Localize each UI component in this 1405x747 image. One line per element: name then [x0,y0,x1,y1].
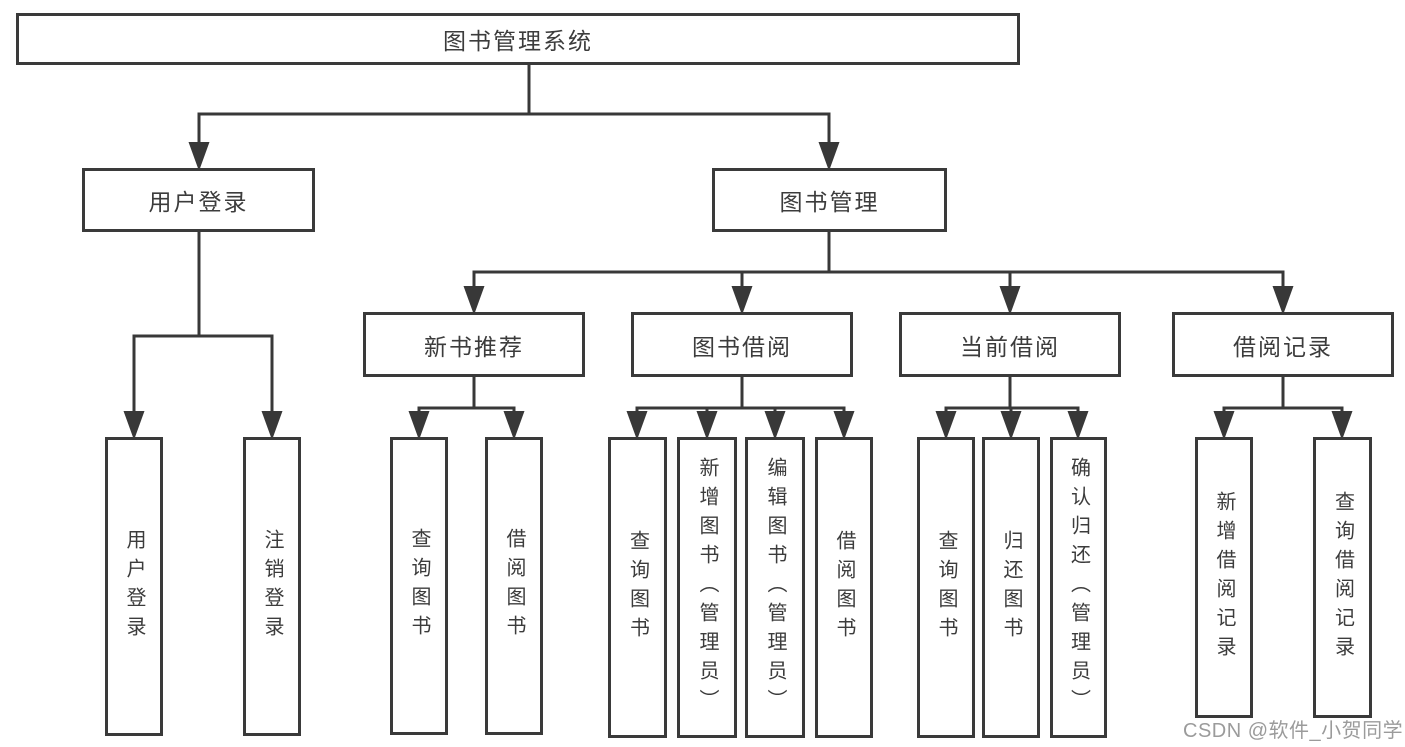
watermark: CSDN @软件_小贺同学 [1183,720,1404,742]
node-borrowing-records: 借阅记录 [1172,312,1394,377]
leaf-borrow-books-recommend-label: 借阅图书 [503,528,525,644]
leaf-logout: 注销登录 [243,437,301,736]
leaf-query-borrow-record: 查询借阅记录 [1313,437,1372,718]
leaf-query-books-borrowing-label: 查询图书 [626,529,649,646]
node-book-borrowing: 图书借阅 [631,312,853,377]
node-user-login-label: 用户登录 [148,189,249,215]
leaf-edit-books-admin-label: 编辑图书（管理员） [764,457,786,718]
leaf-query-books-current-label: 查询图书 [935,529,957,646]
leaf-add-books-admin-label: 新增图书（管理员） [696,457,718,718]
leaf-borrow-books-borrowing: 借阅图书 [815,437,873,738]
leaf-user-login: 用户登录 [105,437,163,736]
leaf-user-login-label: 用户登录 [123,528,145,645]
node-borrowing-records-label: 借阅记录 [1233,333,1333,360]
leaf-edit-books-admin: 编辑图书（管理员） [745,437,805,738]
leaf-query-books-recommend-label: 查询图书 [408,528,430,644]
leaf-logout-label: 注销登录 [261,528,283,645]
leaf-add-borrow-record-label: 新增借阅记录 [1213,490,1235,665]
leaf-return-books-label: 归还图书 [1000,529,1022,646]
node-book-management-label: 图书管理 [779,189,880,215]
leaf-confirm-return-admin: 确认归还（管理员） [1050,437,1107,738]
node-new-book-recommend-label: 新书推荐 [424,333,524,360]
node-book-management: 图书管理 [712,168,947,232]
leaf-query-books-borrowing: 查询图书 [608,437,667,738]
leaf-confirm-return-admin-label: 确认归还（管理员） [1067,457,1090,718]
root-node-label: 图书管理系统 [443,28,593,54]
leaf-add-books-admin: 新增图书（管理员） [677,437,737,738]
node-current-borrowing-label: 当前借阅 [960,333,1060,360]
node-user-login: 用户登录 [82,168,315,232]
root-node: 图书管理系统 [16,13,1020,65]
node-book-borrowing-label: 图书借阅 [692,333,792,360]
leaf-query-books-recommend: 查询图书 [390,437,448,735]
leaf-return-books: 归还图书 [982,437,1040,738]
leaf-query-borrow-record-label: 查询借阅记录 [1331,490,1354,665]
node-new-book-recommend: 新书推荐 [363,312,585,377]
leaf-add-borrow-record: 新增借阅记录 [1195,437,1253,718]
leaf-borrow-books-recommend: 借阅图书 [485,437,543,735]
node-current-borrowing: 当前借阅 [899,312,1121,377]
leaf-borrow-books-borrowing-label: 借阅图书 [833,529,855,646]
leaf-query-books-current: 查询图书 [917,437,975,738]
